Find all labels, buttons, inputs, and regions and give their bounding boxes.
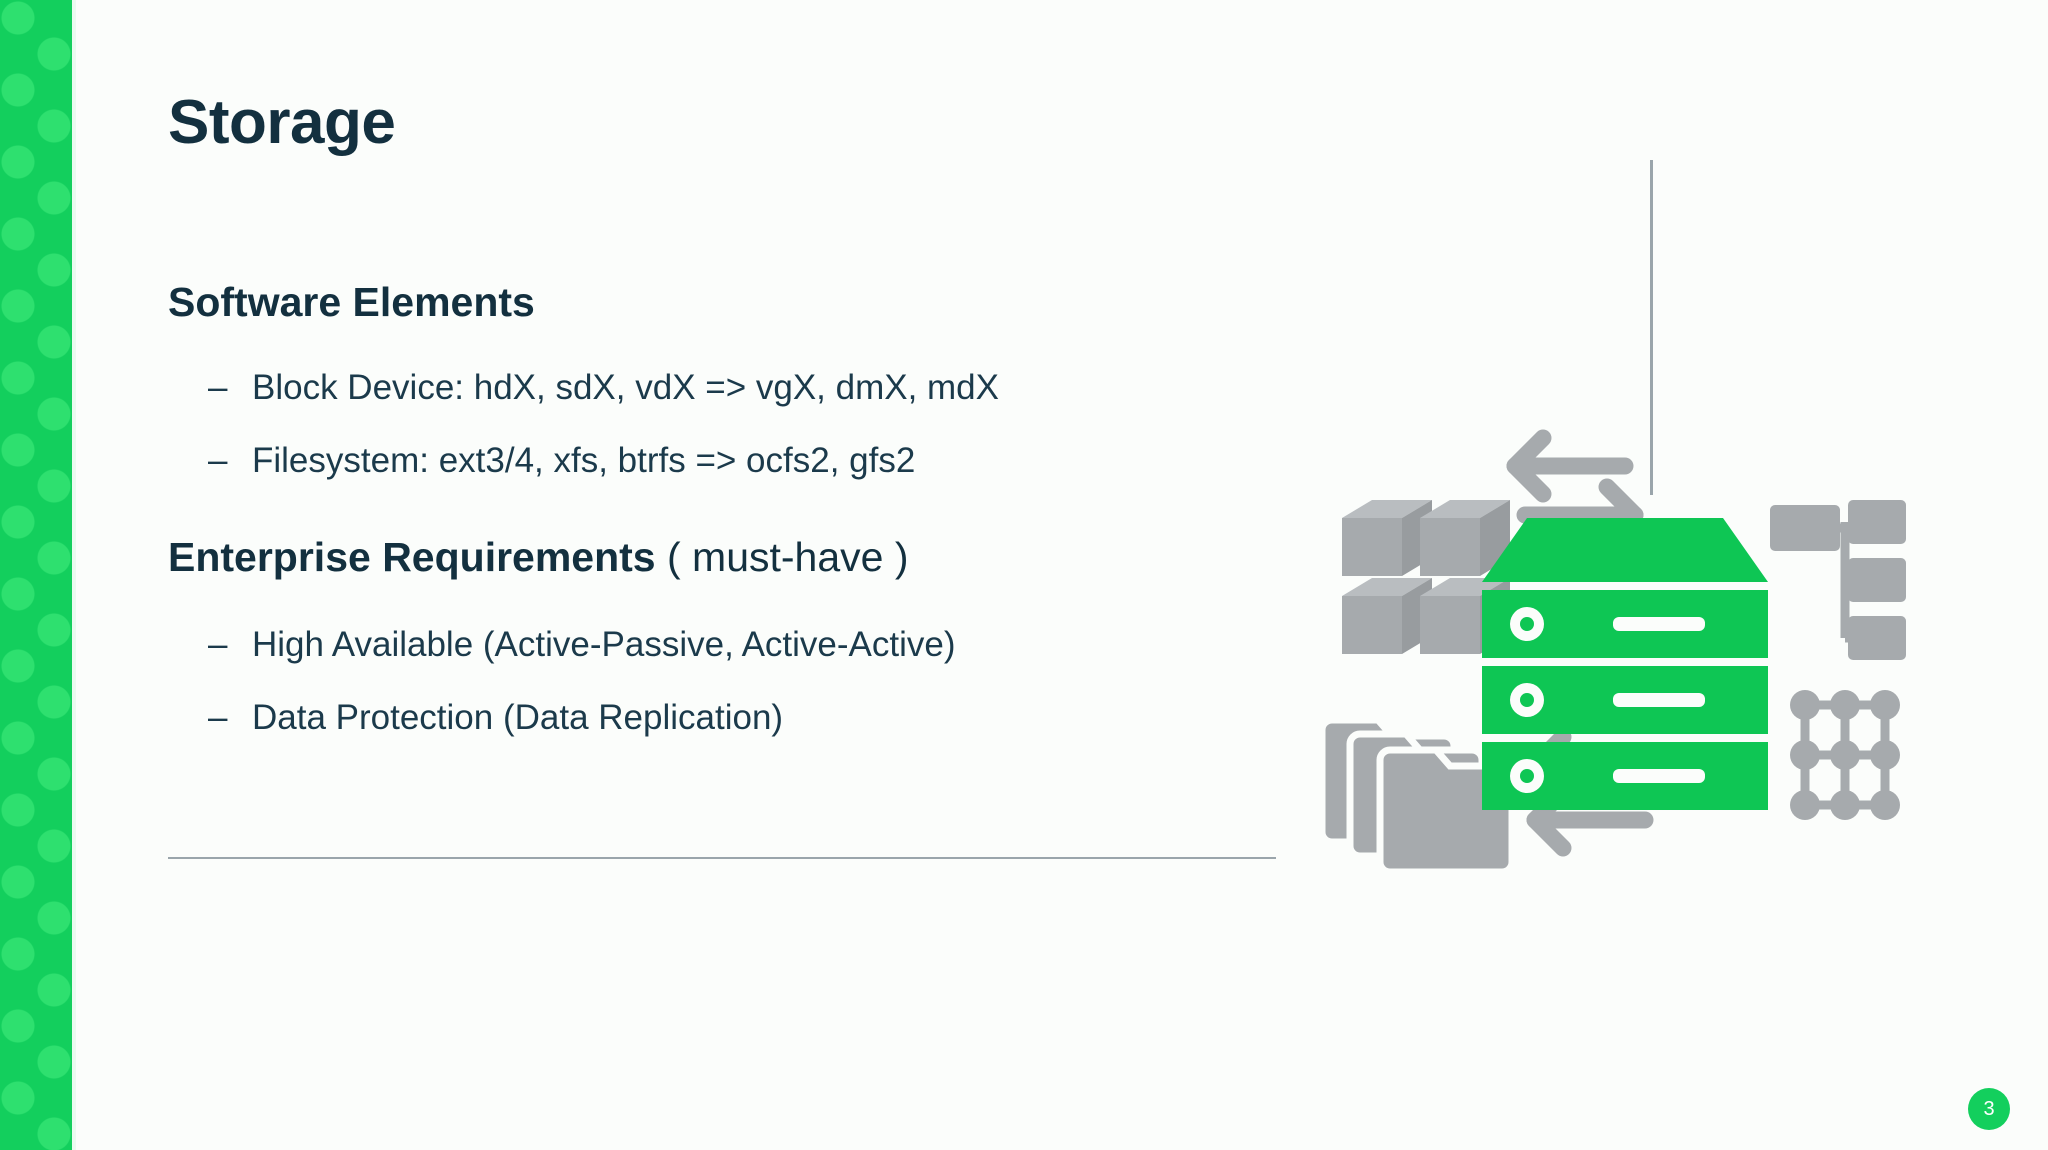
list-item: –Block Device: hdX, sdX, vdX => vgX, dmX… [208, 370, 999, 405]
section-heading-enterprise-requirements: Enterprise Requirements ( must-have ) [168, 537, 909, 578]
section-heading-text: Enterprise Requirements [168, 534, 656, 580]
page-title: Storage [168, 88, 396, 157]
content-column: Storage Software Elements –Block Device:… [168, 0, 1298, 1150]
bullet-text: Filesystem: ext3/4, xfs, btrfs => ocfs2,… [252, 441, 916, 480]
vertical-rule [1650, 160, 1653, 495]
section-heading-text: Software Elements [168, 279, 535, 325]
bullet-marker: – [208, 698, 228, 737]
bullet-marker: – [208, 441, 228, 480]
band-edge [72, 0, 76, 1150]
bullet-text: Block Device: hdX, sdX, vdX => vgX, dmX,… [252, 368, 999, 407]
page-number-badge: 3 [1968, 1088, 2010, 1130]
horizontal-divider [168, 857, 1276, 859]
tree-hierarchy-icon [1770, 500, 1906, 660]
storage-illustration [1300, 140, 1980, 1100]
bullet-marker: – [208, 368, 228, 407]
section-heading-suffix: ( must-have ) [655, 534, 909, 580]
server-rack-icon [1482, 518, 1768, 810]
list-item: –High Available (Active-Passive, Active-… [208, 627, 956, 662]
bullet-marker: – [208, 625, 228, 664]
mesh-grid-icon [1790, 690, 1900, 820]
decorative-green-band [0, 0, 72, 1150]
bullet-text: Data Protection (Data Replication) [252, 698, 784, 737]
folders-icon [1318, 716, 1516, 876]
bullet-text: High Available (Active-Passive, Active-A… [252, 625, 956, 664]
list-item: –Filesystem: ext3/4, xfs, btrfs => ocfs2… [208, 443, 915, 478]
list-item: –Data Protection (Data Replication) [208, 700, 783, 735]
section-heading-software-elements: Software Elements [168, 282, 535, 323]
